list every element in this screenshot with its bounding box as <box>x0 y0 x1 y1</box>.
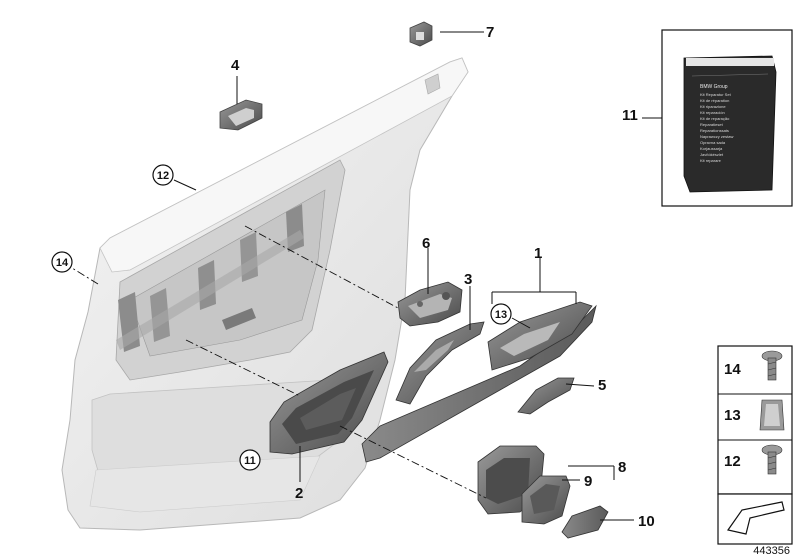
bag-text-line: Javítókészlet <box>700 152 724 157</box>
fitting-lines <box>71 225 487 499</box>
part-9-insert <box>521 475 571 525</box>
bag-brand: BMW Group <box>700 84 728 90</box>
diagram-reference-number: 443356 <box>753 545 790 557</box>
bag-text-line: Reparatieset <box>700 122 724 127</box>
part-1-trim-strip <box>361 301 597 463</box>
part-4-switch-housing <box>219 99 263 131</box>
callout-10: 10 <box>638 513 655 530</box>
door-trim-panel <box>61 57 469 531</box>
part-6-handle-bracket <box>397 281 463 327</box>
arrow-symbol-icon <box>726 501 785 535</box>
clip-13-cell: 13 <box>724 399 785 431</box>
svg-text:13: 13 <box>724 407 741 424</box>
callout-5: 5 <box>598 377 606 394</box>
callout-3: 3 <box>464 271 472 288</box>
svg-text:13: 13 <box>495 309 507 321</box>
bag-text-line: Kit reparare <box>700 158 722 163</box>
svg-text:11: 11 <box>244 455 256 467</box>
callout-11: 11 <box>622 107 638 124</box>
bag-text-line: Kit de réparation <box>700 98 729 103</box>
part-2-speaker-cover <box>269 351 389 455</box>
bag-text-line: Opravna sada <box>700 140 726 145</box>
svg-text:14: 14 <box>56 257 69 269</box>
bag-text-line: Kit de reparação <box>700 116 730 121</box>
bag-text-line: Kit Reparatur Set <box>700 92 732 97</box>
svg-text:14: 14 <box>724 361 741 378</box>
svg-text:12: 12 <box>724 453 741 470</box>
callout-2: 2 <box>295 485 303 502</box>
screw-icon <box>761 444 783 475</box>
hardware-side-panel: 14 13 12 <box>717 345 793 545</box>
bag-text-line: Reparationssats <box>700 128 729 133</box>
callout-9: 9 <box>584 473 592 490</box>
svg-text:12: 12 <box>157 170 169 182</box>
circled-callout-12: 12 <box>152 164 174 186</box>
circled-callout-14: 14 <box>51 251 73 273</box>
bag-text-line: Naprawczy zestaw <box>700 134 733 139</box>
callout-1: 1 <box>534 245 542 262</box>
part-10-cover-plate <box>561 505 609 539</box>
bag-text-line: Kit reparación <box>700 110 725 115</box>
screw-icon <box>761 350 783 381</box>
bag-text-line: Kit riparazione <box>700 104 726 109</box>
circled-callout-11: 11 <box>239 449 261 471</box>
clip-icon <box>759 399 785 431</box>
callout-6: 6 <box>422 235 430 252</box>
screw-12-cell: 12 <box>724 444 783 475</box>
circled-callout-13: 13 <box>490 303 512 325</box>
bag-text-line: Korjaussarja <box>700 146 723 151</box>
callout-7: 7 <box>486 24 494 41</box>
part-3-grip <box>395 321 485 405</box>
part-7-clip <box>409 21 433 47</box>
callout-4: 4 <box>231 57 240 74</box>
callout-8: 8 <box>618 459 626 476</box>
part-5-small-trim <box>517 377 575 415</box>
leader-lines <box>173 31 634 521</box>
screw-14-cell: 14 <box>724 350 783 381</box>
